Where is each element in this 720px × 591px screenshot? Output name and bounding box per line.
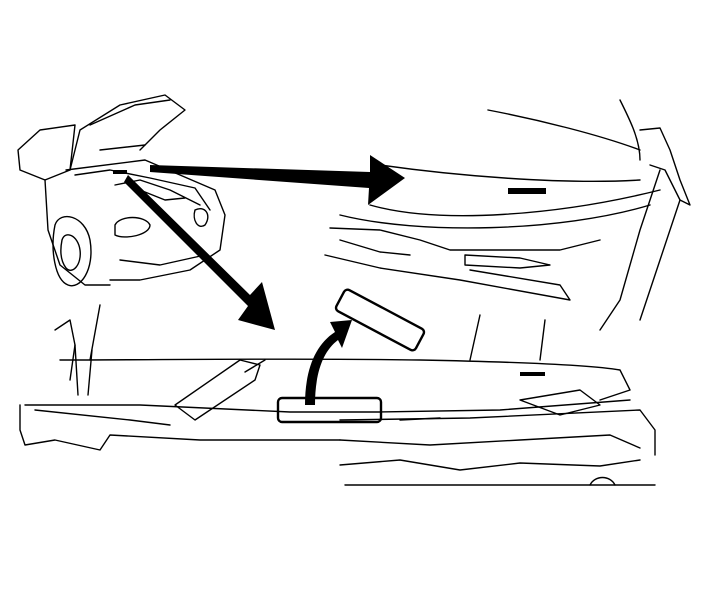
label-mark-small bbox=[113, 170, 127, 174]
vehicle-overview bbox=[17, 94, 226, 287]
cowl-label-mark bbox=[520, 372, 545, 376]
pointer-arrows bbox=[124, 155, 405, 405]
label bbox=[334, 288, 426, 352]
arrow-right-icon bbox=[150, 155, 405, 205]
cowl-detail bbox=[19, 304, 656, 486]
hood-label-mark bbox=[508, 188, 546, 194]
arrow-down-right-icon bbox=[124, 175, 275, 330]
arrow-curved-up-icon bbox=[305, 320, 352, 405]
hood-detail bbox=[324, 99, 691, 331]
